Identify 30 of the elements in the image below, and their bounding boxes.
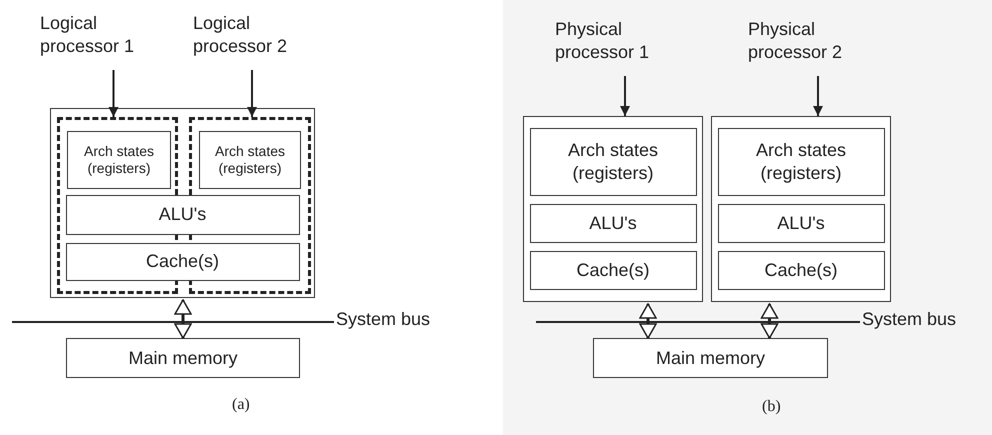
double-arrow [760,303,778,339]
callout-label: Physical processor 2 [748,18,888,65]
component-box: Main memory [66,338,300,378]
processor-box [50,108,315,298]
bus-label: System bus [336,308,466,332]
processor-box [711,116,891,302]
callout-label: Logical processor 2 [193,12,323,59]
double-arrow [639,303,657,339]
panel-label: (a) [232,396,250,414]
leader-arrow [108,70,118,117]
leader-arrow [813,76,823,116]
double-arrow [174,299,192,339]
component-box: Arch states (registers) [530,128,696,196]
callout-label: Logical processor 1 [40,12,170,59]
component-box: Cache(s) [718,250,884,290]
component-box: Arch states (registers) [199,131,301,189]
component-box: Arch states (registers) [718,128,884,196]
component-box: Cache(s) [66,242,300,280]
component-box: ALU's [530,204,696,242]
bus-label: System bus [862,308,992,332]
component-box: Cache(s) [530,250,696,290]
processor-box [523,116,703,302]
component-box: ALU's [66,194,300,234]
leader-arrow [247,70,257,117]
leader-arrow [620,76,630,116]
callout-label: Physical processor 1 [555,18,695,65]
component-box: ALU's [718,204,884,242]
component-box: Arch states (registers) [67,131,171,189]
component-box: Main memory [593,338,828,378]
panel-label: (b) [762,398,781,416]
